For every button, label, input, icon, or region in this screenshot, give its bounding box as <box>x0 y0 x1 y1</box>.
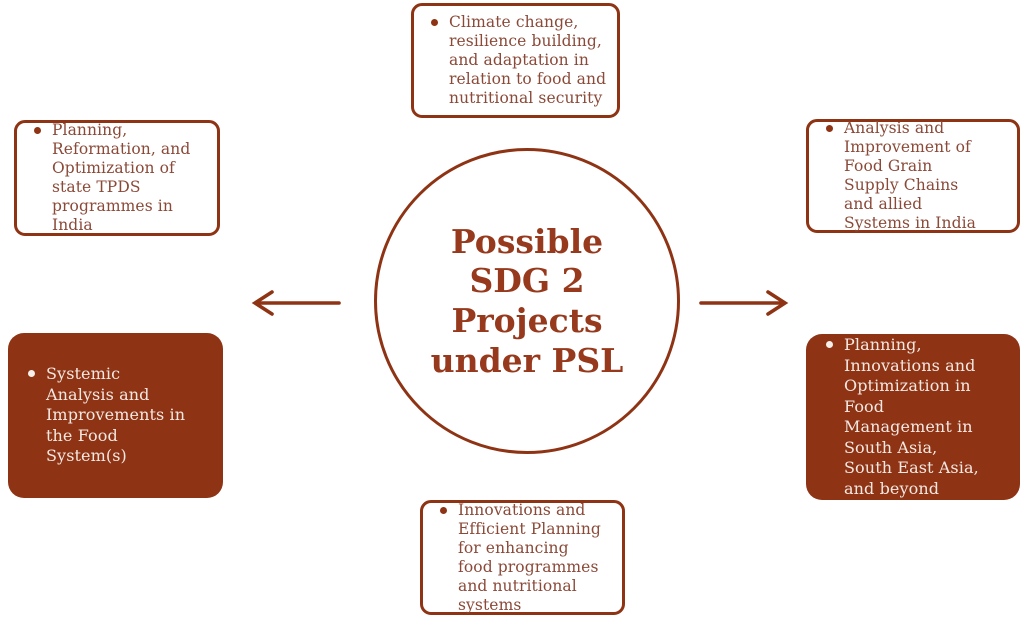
node-systemic-analysis: Systemic Analysis and Improvements in th… <box>8 333 223 498</box>
node-efficient-planning: Innovations and Efficient Planning for e… <box>420 500 625 615</box>
bullet-icon <box>431 19 438 26</box>
left-arrow-icon <box>251 290 341 316</box>
node-supply-chains: Analysis and Improvement of Food Grain S… <box>806 119 1020 233</box>
node-tpds-planning-text: Planning, Reformation, and Optimization … <box>52 121 191 234</box>
bullet-icon <box>34 127 41 134</box>
node-supply-chains-text: Analysis and Improvement of Food Grain S… <box>844 119 977 232</box>
bullet-icon <box>440 506 447 514</box>
bullet-icon <box>28 370 35 378</box>
node-systemic-analysis-text: Systemic Analysis and Improvements in th… <box>46 364 186 466</box>
title-line-2: SDG 2 <box>469 261 585 301</box>
node-food-management-text: Planning, Innovations and Optimization i… <box>844 335 979 498</box>
bullet-icon <box>826 125 833 132</box>
center-circle: Possible SDG 2 Projects under PSL <box>374 148 680 454</box>
node-climate-change: Climate change, resilience building, and… <box>411 3 620 118</box>
title-line-3: Projects <box>451 301 603 340</box>
bullet-icon <box>826 341 833 348</box>
title-line-1: Possible <box>450 221 604 261</box>
diagram-title: Possible SDG 2 Projects under PSL <box>431 222 624 380</box>
node-food-management: Planning, Innovations and Optimization i… <box>806 334 1020 500</box>
node-efficient-planning-text: Innovations and Efficient Planning for e… <box>458 500 601 614</box>
title-line-4: under PSL <box>430 340 624 380</box>
node-tpds-planning: Planning, Reformation, and Optimization … <box>14 120 220 236</box>
right-arrow-icon <box>699 290 789 316</box>
node-climate-change-text: Climate change, resilience building, and… <box>449 13 607 107</box>
